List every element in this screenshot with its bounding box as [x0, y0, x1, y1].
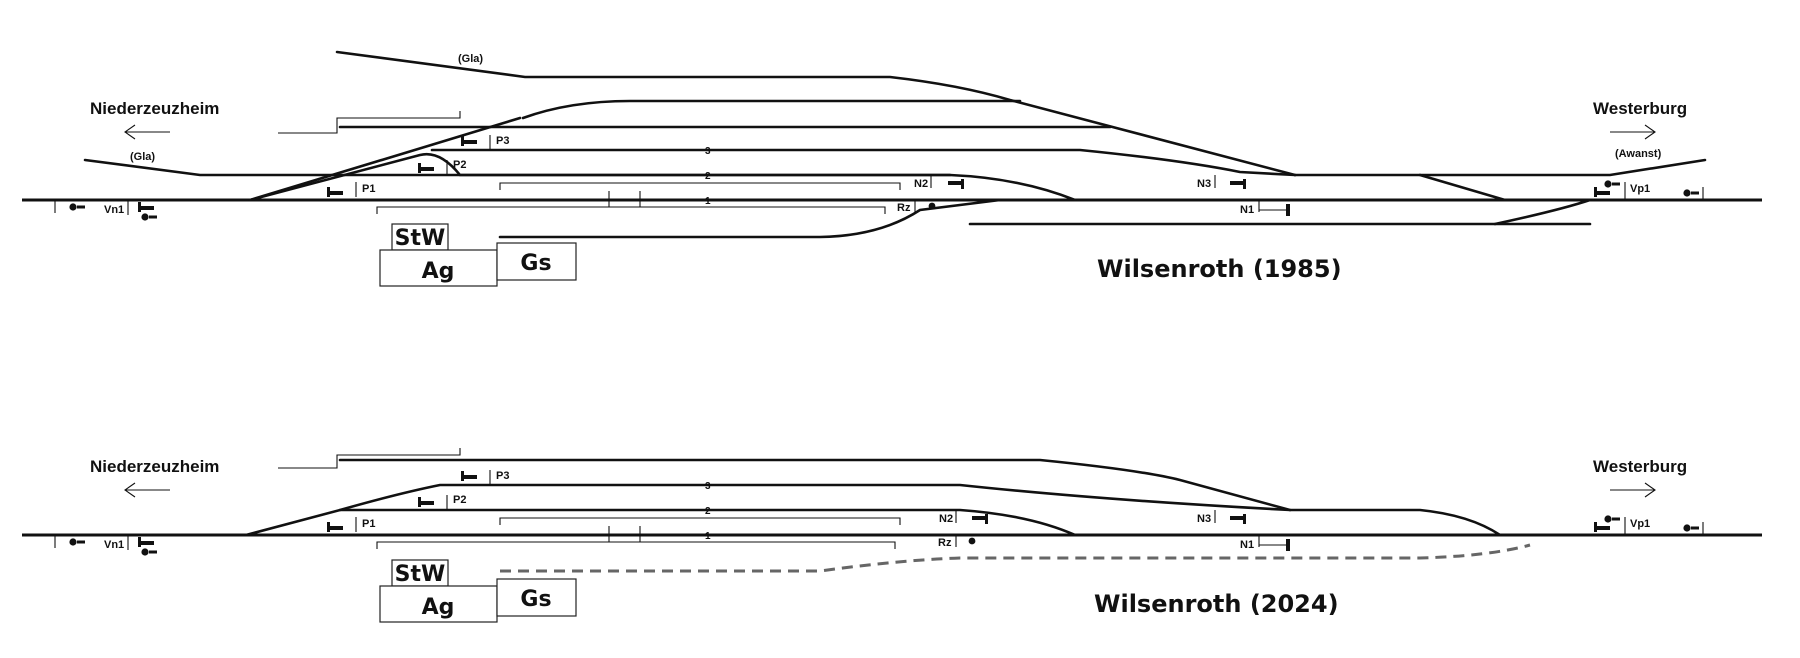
building-gs: Gs: [496, 242, 577, 281]
building-ag: Ag: [379, 249, 498, 287]
building-stw: StW: [391, 559, 449, 587]
svg-text:Ag: Ag: [422, 595, 455, 620]
building-gs: Gs: [496, 578, 577, 617]
signal-n1: N1: [1240, 200, 1290, 216]
svg-text:Gs: Gs: [520, 251, 551, 276]
track-right-upper: [1293, 158, 1707, 177]
track-2: [244, 508, 1077, 537]
svg-text:N2: N2: [914, 178, 928, 190]
gla-branch-upper: [335, 50, 1297, 177]
svg-text:Vn1: Vn1: [104, 539, 124, 551]
svg-text:Rz: Rz: [938, 537, 952, 549]
building-stw: StW: [391, 223, 449, 251]
track-number-3: 3: [705, 146, 711, 157]
signal-p3: P3: [461, 135, 509, 150]
svg-text:N1: N1: [1240, 204, 1254, 216]
direction-left: Niederzeuzheim: [90, 457, 219, 476]
platform-bracket-1: [376, 206, 886, 214]
signal-p2: P2: [418, 494, 466, 510]
signal-p2: P2: [418, 159, 466, 175]
signal-n3: N3: [1197, 175, 1246, 190]
direction-left: Niederzeuzheim: [90, 99, 219, 118]
track-number-1: 1: [705, 196, 711, 207]
signal-p1: P1: [327, 182, 375, 197]
siding-lower-removed: [500, 543, 1531, 573]
svg-text:Vp1: Vp1: [1630, 518, 1650, 530]
diagram-title-1985: Wilsenroth (1985): [1097, 255, 1342, 283]
signal-rz: Rz: [897, 200, 936, 214]
building-ag: Ag: [379, 585, 498, 623]
svg-text:Gs: Gs: [520, 587, 551, 612]
crossover-right: [1418, 173, 1507, 202]
siding-upper: [338, 458, 1292, 512]
platform-bracket-2: [499, 182, 901, 190]
siding-upper-2: [521, 99, 1022, 120]
track-number-2: 2: [705, 506, 711, 517]
track-number-1: 1: [705, 531, 711, 542]
signal-vn1: Vn1: [54, 535, 157, 556]
diagram-1985: 3 2 1 Niederzeuzheim Westerburg (Gla) (G…: [22, 50, 1762, 287]
siding-lower-left: [498, 198, 1002, 239]
svg-text:Ag: Ag: [422, 259, 455, 284]
arrow-left-icon: [124, 482, 170, 498]
track-number-2: 2: [705, 171, 711, 182]
signal-n2: N2: [939, 510, 988, 525]
signal-n3: N3: [1197, 510, 1246, 525]
direction-right: Westerburg: [1593, 457, 1687, 476]
direction-right: Westerburg: [1593, 99, 1687, 118]
svg-text:N3: N3: [1197, 178, 1211, 190]
arrow-right-icon: [1610, 124, 1656, 140]
signal-vn1: Vn1: [54, 200, 157, 221]
signal-rz: Rz: [938, 535, 976, 549]
svg-text:N3: N3: [1197, 513, 1211, 525]
platform-bracket-1: [376, 541, 896, 549]
platform-bracket-2: [499, 517, 901, 525]
signal-p3: P3: [461, 470, 509, 485]
svg-text:P2: P2: [453, 159, 466, 171]
track-3: [430, 148, 1297, 177]
diagonal-connection: [248, 116, 522, 202]
arrow-right-icon: [1610, 482, 1656, 498]
svg-text:P2: P2: [453, 494, 466, 506]
diagram-2024: 3 2 1 Niederzeuzheim Westerburg Vn1 P1: [22, 448, 1762, 623]
svg-text:P1: P1: [362, 183, 375, 195]
branch-label-gla-upper: (Gla): [458, 53, 483, 65]
svg-text:P3: P3: [496, 470, 509, 482]
svg-text:N1: N1: [1240, 539, 1254, 551]
crossover-right-2: [1493, 198, 1592, 226]
signal-vp1: Vp1: [1594, 180, 1704, 199]
branch-label-gla-left: (Gla): [130, 151, 155, 163]
buffer-upper-left: [278, 111, 461, 134]
signal-p1: P1: [327, 517, 375, 532]
track-3: [338, 483, 1502, 537]
arrow-left-icon: [124, 124, 170, 140]
svg-text:P1: P1: [362, 518, 375, 530]
signal-vp1: Vp1: [1594, 515, 1704, 534]
svg-text:StW: StW: [395, 226, 446, 251]
svg-text:P3: P3: [496, 135, 509, 147]
gla-branch-left: [83, 158, 337, 177]
signal-n1: N1: [1240, 535, 1290, 551]
signal-n2: N2: [914, 175, 964, 190]
buffer-upper-left: [278, 448, 461, 469]
svg-text:Vn1: Vn1: [104, 204, 124, 216]
diagram-title-2024: Wilsenroth (2024): [1094, 590, 1339, 618]
svg-text:StW: StW: [395, 562, 446, 587]
svg-text:Vp1: Vp1: [1630, 183, 1650, 195]
svg-text:N2: N2: [939, 513, 953, 525]
svg-text:Rz: Rz: [897, 202, 911, 214]
track-number-3: 3: [705, 481, 711, 492]
branch-label-awanst: (Awanst): [1615, 148, 1662, 160]
